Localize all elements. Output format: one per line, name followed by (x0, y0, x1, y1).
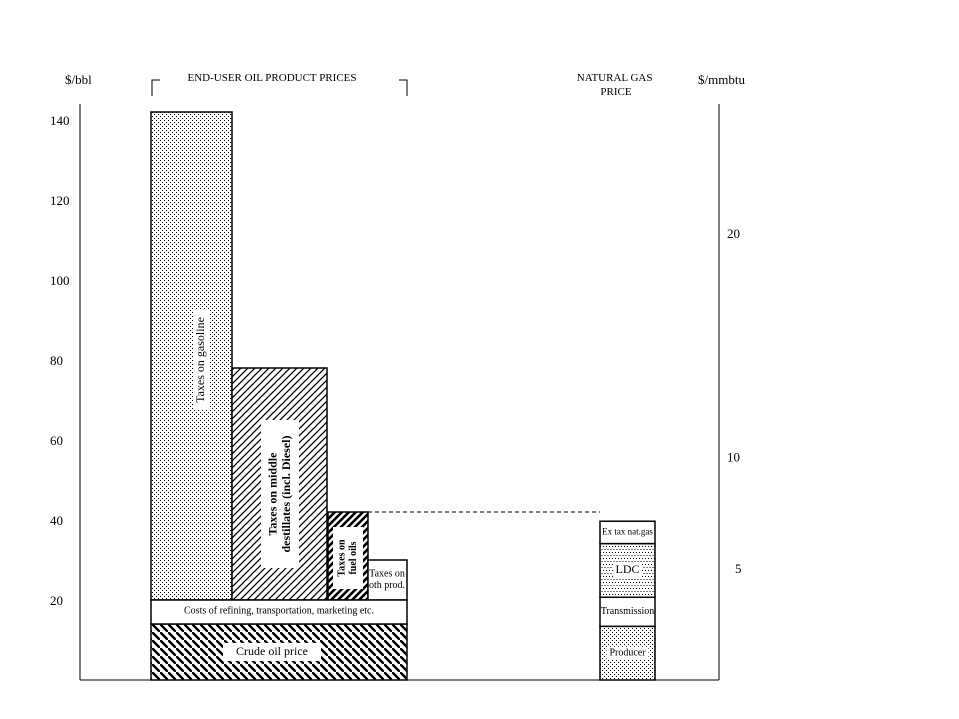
fueloil-tax-label-bg (333, 527, 363, 589)
diesel-tax-label-bg (261, 420, 299, 568)
gas-extax-label: Ex tax nat.gas (602, 526, 653, 536)
right-axis-label: $/mmbtu (698, 72, 745, 87)
left-axis-ticks: 20 40 60 80 100 120 140 (50, 113, 70, 608)
gas-group-label-line-2: PRICE (600, 86, 631, 98)
oil-bracket (151, 79, 408, 96)
right-axis-ticks: 5 10 20 (727, 226, 742, 576)
fueloil-tax-label: Taxes onfuel oils (337, 539, 360, 577)
gas-bar-ex-tax-nat-gas (599, 520, 656, 545)
crude-oil-label: Crude oil price (236, 644, 308, 658)
gasoline-tax-label-bg (193, 310, 209, 410)
gas-group-label: NATURAL GAS PRICE (577, 72, 655, 98)
right-tick-label: 10 (727, 449, 740, 464)
gas-producer-label: Producer (609, 647, 646, 658)
othprod-tax-label-line-2: oth prod. (369, 580, 405, 591)
gas-bar-transmission (599, 596, 656, 628)
refining-costs-bar (150, 599, 408, 625)
gas-ldc-label: LDC (616, 562, 640, 576)
crude-oil-label-bg (223, 643, 321, 661)
right-tick-label: 5 (735, 561, 742, 576)
tax-bar-othprod (367, 559, 408, 601)
refining-costs-label: Costs of refining, transportation, marke… (184, 605, 374, 616)
left-tick-label: 40 (50, 513, 63, 528)
left-tick-label: 100 (50, 273, 70, 288)
left-axis-label: $/bbl (65, 72, 92, 87)
left-tick-label: 120 (50, 193, 70, 208)
diesel-tax-label-line-2: destillates (incl. Diesel) (279, 436, 293, 553)
gasoline-tax-label: Taxes on gasoline (193, 317, 207, 403)
tax-bar-gasoline (150, 111, 233, 601)
gas-group-label-line-1: NATURAL GAS (577, 72, 653, 84)
diesel-tax-label-line-1: Taxes on middle (265, 452, 279, 536)
othprod-tax-label-line-1: Taxes on (369, 569, 405, 580)
left-tick-label: 80 (50, 353, 63, 368)
right-tick-label: 20 (727, 226, 740, 241)
diesel-tax-label: Taxes on middledestillates (incl. Diesel… (265, 436, 293, 553)
fueloil-tax-label-line-1: Taxes on (337, 539, 348, 577)
oil-group-label: END-USER OIL PRODUCT PRICES (188, 72, 357, 84)
left-tick-label: 140 (50, 113, 70, 128)
fueloil-tax-label-line-2: fuel oils (348, 541, 359, 574)
gas-transmission-label: Transmission (601, 606, 655, 617)
gas-ldc-label-bg (613, 563, 642, 578)
left-tick-label: 60 (50, 433, 63, 448)
gas-producer-label-bg (606, 646, 649, 660)
left-tick-label: 20 (50, 593, 63, 608)
